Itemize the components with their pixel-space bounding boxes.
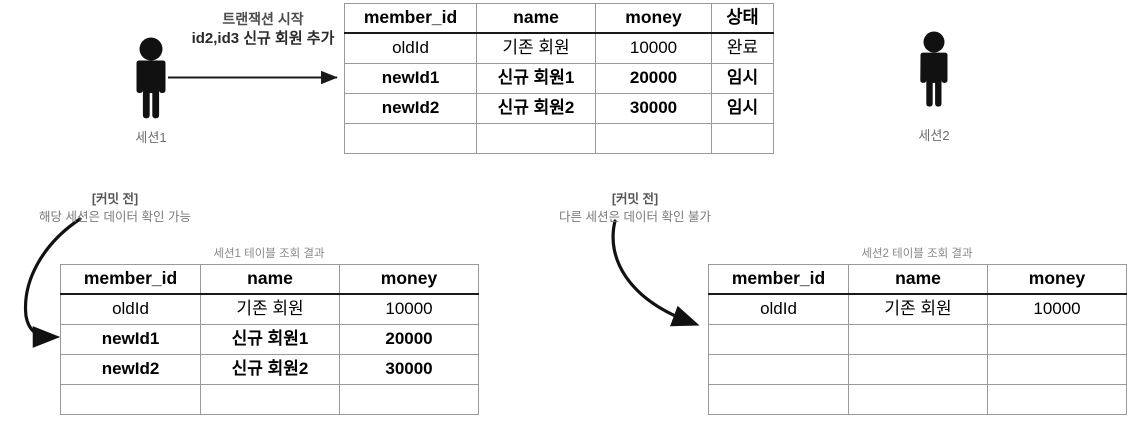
table-cell: 기존 회원 — [848, 293, 988, 325]
transaction-flow-label: 트랜잭션 시작 id2,id3 신규 회원 추가 — [178, 10, 348, 49]
table-cell: 20000 — [339, 324, 479, 355]
column-header: name — [848, 264, 988, 295]
table-cell: 임시 — [711, 93, 774, 124]
table-cell: 신규 회원1 — [200, 324, 340, 355]
column-header: name — [200, 264, 340, 295]
table-cell: 30000 — [595, 93, 712, 124]
table-cell — [848, 324, 988, 355]
table-cell — [711, 123, 774, 154]
table-cell: 기존 회원 — [476, 32, 596, 64]
table-cell — [344, 123, 477, 154]
table-cell: oldId — [344, 32, 477, 64]
table-cell — [595, 123, 712, 154]
table-cell: 신규 회원2 — [476, 93, 596, 124]
annotation-left-title: [커밋 전] — [91, 192, 139, 206]
session2-label: 세션2 — [918, 128, 950, 143]
column-header: 상태 — [711, 3, 774, 34]
table-cell: 기존 회원 — [200, 293, 340, 325]
table-cell: newId1 — [344, 63, 477, 94]
table-row — [60, 384, 479, 415]
column-header: name — [476, 3, 596, 34]
table-row — [708, 384, 1127, 415]
annotation-right-body: 다른 세션은 데이터 확인 불가 — [559, 210, 711, 225]
table-cell: 신규 회원1 — [476, 63, 596, 94]
annotation-left: [커밋 전] 해당 세션은 데이터 확인 가능 — [0, 190, 240, 226]
table-cell — [708, 354, 849, 385]
table-row — [708, 354, 1127, 385]
annotation-right-title: [커밋 전] — [611, 192, 659, 206]
column-header: member_id — [344, 3, 477, 34]
table-row — [708, 324, 1127, 355]
column-header: money — [987, 264, 1127, 295]
table-cell: 임시 — [711, 63, 774, 94]
column-header: money — [339, 264, 479, 295]
table-cell — [476, 123, 596, 154]
table-cell — [339, 384, 479, 415]
table-cell: newId1 — [60, 324, 201, 355]
table-cell — [987, 384, 1127, 415]
table-cell: 신규 회원2 — [200, 354, 340, 385]
column-header: member_id — [708, 264, 849, 295]
flow-label-line2: id2,id3 신규 회원 추가 — [191, 29, 335, 47]
table-cell: 10000 — [987, 293, 1127, 325]
table-cell — [708, 384, 849, 415]
table-cell: newId2 — [60, 354, 201, 385]
table-cell: 30000 — [339, 354, 479, 385]
table-cell: oldId — [60, 293, 201, 325]
session2-result-caption: 세션2 테이블 조회 결과 — [861, 248, 973, 260]
table-row — [344, 123, 774, 154]
table-cell: 20000 — [595, 63, 712, 94]
table-cell — [848, 384, 988, 415]
table-cell — [987, 354, 1127, 385]
table-cell: 10000 — [339, 293, 479, 325]
table-cell — [200, 384, 340, 415]
table-cell — [848, 354, 988, 385]
table-cell: 10000 — [595, 32, 712, 64]
annotation-arrow-right — [611, 219, 700, 327]
flow-label-line1: 트랜잭션 시작 — [222, 11, 304, 27]
column-header: money — [595, 3, 712, 34]
person-icon-session2 — [920, 31, 948, 107]
annotation-right: [커밋 전] 다른 세션은 데이터 확인 불가 — [515, 190, 755, 226]
table-cell — [708, 324, 849, 355]
annotation-left-body: 해당 세션은 데이터 확인 가능 — [39, 210, 191, 225]
person-icon-session1 — [136, 37, 166, 119]
session1-label: 세션1 — [135, 130, 167, 145]
table-cell: oldId — [708, 293, 849, 325]
column-header: member_id — [60, 264, 201, 295]
table-cell: 완료 — [711, 32, 774, 64]
table-cell: newId2 — [344, 93, 477, 124]
table-cell — [987, 324, 1127, 355]
table-cell — [60, 384, 201, 415]
session1-result-caption: 세션1 테이블 조회 결과 — [213, 248, 325, 260]
